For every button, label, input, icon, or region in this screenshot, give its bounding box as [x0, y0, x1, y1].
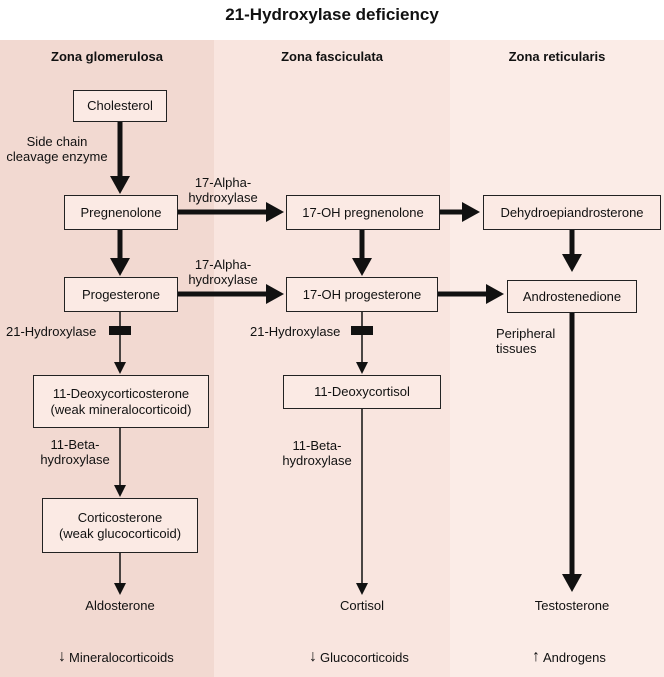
zone-reticularis-heading: Zona reticularis	[508, 49, 606, 64]
up-arrow-icon: ↑	[532, 648, 540, 665]
label-11-beta-left-line2: hydroxylase	[40, 452, 110, 467]
node-deoxycorticosterone: 11-Deoxycorticosterone (weak mineralocor…	[33, 375, 209, 428]
node-corticosterone: Corticosterone (weak glucocorticoid)	[42, 498, 198, 553]
node-aldosterone: Aldosterone	[85, 598, 155, 613]
label-17-alpha-2-line2: hydroxylase	[188, 272, 258, 287]
node-testosterone: Testosterone	[534, 598, 610, 613]
node-17oh-pregnenolone: 17-OH pregnenolone	[286, 195, 440, 230]
label-17-alpha-2-line1: 17-Alpha-	[194, 257, 252, 272]
node-progesterone: Progesterone	[64, 277, 178, 312]
outcome-mineralocorticoids-label: Mineralocorticoids	[69, 649, 174, 665]
zone-glomerulosa-panel	[0, 40, 214, 677]
label-peripheral-line1: Peripheral	[496, 326, 556, 341]
node-corticosterone-line1: Corticosterone	[77, 509, 163, 525]
label-17-alpha-1-line1: 17-Alpha-	[194, 175, 252, 190]
zone-fasciculata-panel	[214, 40, 450, 677]
label-17-alpha-1-line2: hydroxylase	[188, 190, 258, 205]
diagram-title: 21-Hydroxylase deficiency	[225, 5, 439, 24]
label-17-alpha-hydroxylase-2: 17-Alpha- hydroxylase	[176, 257, 270, 287]
label-11-beta-mid-line2: hydroxylase	[282, 453, 352, 468]
label-peripheral-line2: tissues	[496, 341, 537, 356]
label-17-alpha-hydroxylase-1: 17-Alpha- hydroxylase	[176, 175, 270, 205]
node-deoxycorticosterone-line2: (weak mineralocorticoid)	[50, 401, 192, 417]
node-pregnenolone: Pregnenolone	[64, 195, 178, 230]
label-side-chain-line1: Side chain	[26, 134, 88, 149]
zone-glomerulosa-heading: Zona glomerulosa	[51, 49, 163, 64]
label-side-chain-cleavage: Side chain cleavage enzyme	[4, 134, 110, 164]
outcome-mineralocorticoids: ↓ Mineralocorticoids	[58, 648, 174, 666]
node-dhea: Dehydroepiandrosterone	[483, 195, 661, 230]
zone-reticularis-panel	[450, 40, 664, 677]
node-cortisol: Cortisol	[339, 598, 385, 613]
zone-fasciculata-heading: Zona fasciculata	[281, 49, 383, 64]
label-peripheral-tissues: Peripheral tissues	[496, 326, 555, 356]
label-21-hydroxylase-left: 21-Hydroxylase	[6, 324, 97, 339]
node-deoxycorticosterone-line1: 11-Deoxycorticosterone	[52, 385, 190, 401]
node-corticosterone-line2: (weak glucocorticoid)	[58, 525, 182, 541]
outcome-glucocorticoids: ↓ Glucocorticoids	[309, 648, 409, 666]
outcome-glucocorticoids-label: Glucocorticoids	[320, 649, 409, 665]
label-side-chain-line2: cleavage enzyme	[6, 149, 108, 164]
down-arrow-icon: ↓	[309, 648, 317, 665]
node-cholesterol: Cholesterol	[73, 90, 167, 122]
node-17oh-progesterone: 17-OH progesterone	[286, 277, 438, 312]
node-androstenedione: Androstenedione	[507, 280, 637, 313]
label-11-beta-hydroxylase-left: 11-Beta- hydroxylase	[40, 437, 110, 467]
label-11-beta-hydroxylase-mid: 11-Beta- hydroxylase	[282, 438, 352, 468]
label-11-beta-mid-line1: 11-Beta-	[292, 438, 342, 453]
outcome-androgens: ↑ Androgens	[532, 648, 606, 666]
down-arrow-icon: ↓	[58, 648, 66, 665]
label-11-beta-left-line1: 11-Beta-	[50, 437, 100, 452]
label-21-hydroxylase-mid: 21-Hydroxylase	[250, 324, 341, 339]
outcome-androgens-label: Androgens	[543, 649, 606, 665]
node-deoxycortisol: 11-Deoxycortisol	[283, 375, 441, 409]
